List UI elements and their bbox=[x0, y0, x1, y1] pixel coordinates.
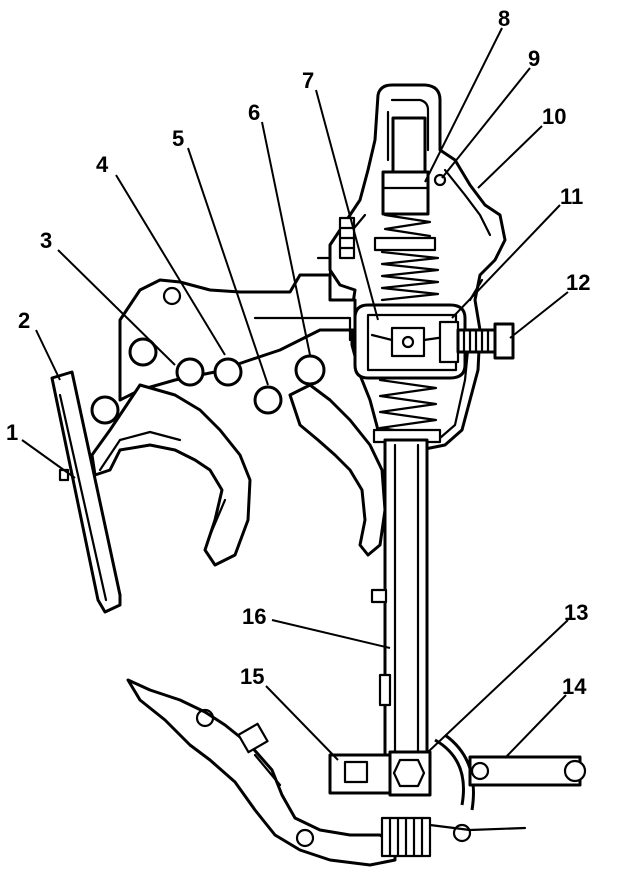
callout-15: 15 bbox=[240, 664, 264, 689]
leader-lines bbox=[21, 27, 569, 761]
callout-4: 4 bbox=[96, 152, 109, 177]
upper-spring bbox=[338, 213, 440, 302]
shift-rails bbox=[90, 337, 326, 425]
shift-forks bbox=[90, 383, 387, 567]
callout-3: 3 bbox=[40, 228, 52, 253]
callout-2: 2 bbox=[18, 308, 30, 333]
interlock-block bbox=[353, 303, 467, 380]
shift-shaft bbox=[370, 438, 429, 762]
callout-8: 8 bbox=[498, 6, 510, 31]
callout-10: 10 bbox=[542, 104, 566, 129]
adjuster-bolt bbox=[456, 322, 515, 360]
callout-5: 5 bbox=[172, 126, 184, 151]
callout-1: 1 bbox=[6, 420, 18, 445]
callout-13: 13 bbox=[564, 600, 588, 625]
callout-12: 12 bbox=[566, 270, 590, 295]
callout-7: 7 bbox=[302, 68, 314, 93]
detent-plate bbox=[50, 370, 122, 614]
callout-9: 9 bbox=[528, 46, 540, 71]
shift-lever bbox=[328, 733, 587, 858]
callout-16: 16 bbox=[242, 604, 266, 629]
callout-14: 14 bbox=[562, 674, 587, 699]
callout-11: 11 bbox=[560, 184, 583, 209]
callout-labels: 1 2 3 4 5 6 7 8 9 10 11 12 13 14 15 16 bbox=[6, 6, 590, 699]
plunger-cap bbox=[381, 116, 447, 216]
callout-6: 6 bbox=[248, 100, 260, 125]
